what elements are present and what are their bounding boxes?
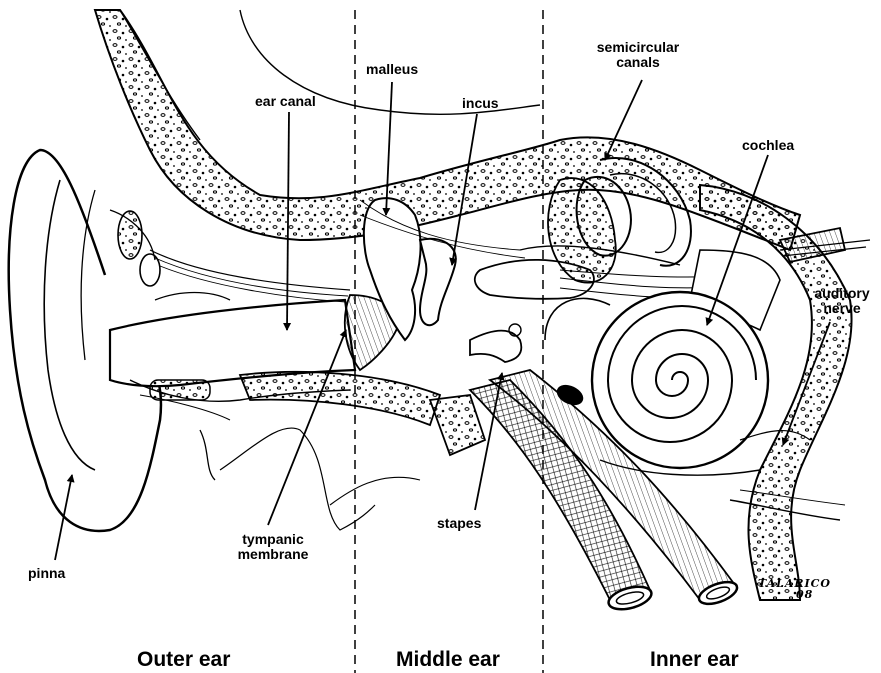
outer-ear-heading: Outer ear xyxy=(137,648,230,672)
artist-signature: TALARICO 08 xyxy=(758,578,831,600)
middle-ear-heading: Middle ear xyxy=(396,648,500,672)
stapes-label: stapes xyxy=(437,516,481,531)
incus-label: incus xyxy=(462,96,499,111)
pinna-label: pinna xyxy=(28,566,65,581)
malleus-label: malleus xyxy=(366,62,418,77)
auditory-nerve-label: auditory nerve xyxy=(806,286,878,316)
pinna-pointer xyxy=(55,475,72,560)
tympanic-membrane-label-line1: tympanic xyxy=(228,532,318,547)
artist-signature-year: 08 xyxy=(758,589,831,600)
artist-signature-name: TALARICO xyxy=(758,578,831,589)
auditory-nerve-label-line2: nerve xyxy=(806,301,878,316)
auditory-nerve-label-line1: auditory xyxy=(806,286,878,301)
semicircular-canals-label-line2: canals xyxy=(588,55,688,70)
inner-ear-heading: Inner ear xyxy=(650,648,739,672)
semicircular-canals-label-line1: semicircular xyxy=(588,40,688,55)
cochlea-label: cochlea xyxy=(742,138,794,153)
tympanic-membrane-label: tympanic membrane xyxy=(228,532,318,562)
tympanic-membrane-label-line2: membrane xyxy=(228,547,318,562)
semicircular-canals-label: semicircular canals xyxy=(588,40,688,70)
ear-canal-pointer xyxy=(287,112,289,330)
ear-canal-label: ear canal xyxy=(255,94,316,109)
